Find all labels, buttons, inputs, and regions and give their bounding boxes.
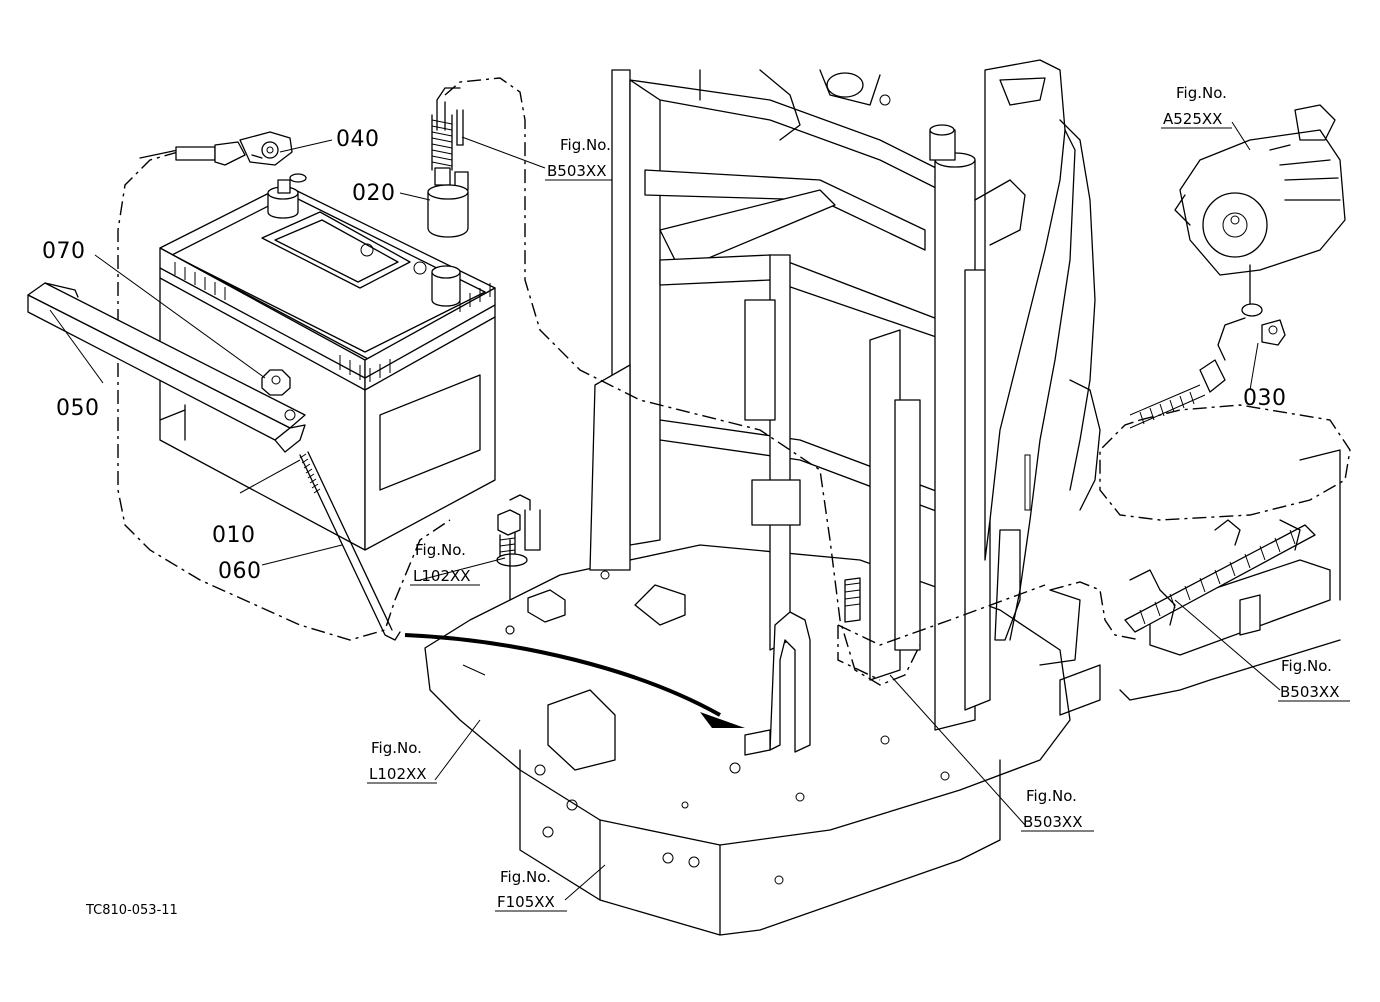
figref-b503-top: Fig.No. B503XX [545, 136, 612, 181]
relay-bracket [744, 577, 861, 756]
figref-a525: Fig.No. A525XX [1161, 84, 1232, 129]
svg-text:Fig.No.: Fig.No. [1176, 84, 1227, 102]
svg-text:B503XX: B503XX [1280, 683, 1339, 701]
leader-lines [49, 121, 1281, 901]
label-050: 050 [56, 396, 100, 421]
part-labels: 040 020 070 050 010 060 030 [42, 127, 1287, 584]
assembly-boundary-lines [117, 77, 1351, 686]
frame-chassis [424, 59, 1341, 936]
label-070: 070 [42, 239, 86, 264]
hook-bolt-060 [299, 451, 401, 641]
label-060: 060 [218, 559, 262, 584]
negative-cable-040 [139, 131, 293, 166]
figure-references: Fig.No. B503XX Fig.No. A525XX Fig.No. L1… [367, 84, 1350, 912]
ground-bolt-assembly [496, 494, 541, 635]
svg-text:Fig.No.: Fig.No. [1026, 787, 1077, 805]
svg-text:Fig.No.: Fig.No. [371, 739, 422, 757]
ground-wire-arrow [404, 633, 745, 728]
starter-motor [1174, 104, 1346, 276]
label-020: 020 [352, 181, 396, 206]
drawing-code: TC810-053-11 [85, 903, 178, 918]
label-010: 010 [212, 523, 256, 548]
svg-text:A525XX: A525XX [1163, 110, 1222, 128]
nut-070 [261, 369, 291, 396]
svg-text:Fig.No.: Fig.No. [1281, 657, 1332, 675]
battery-holder-050 [27, 282, 306, 453]
svg-text:Fig.No.: Fig.No. [560, 136, 611, 154]
svg-text:B503XX: B503XX [547, 162, 606, 180]
figref-l102-lower: Fig.No. L102XX [367, 739, 437, 784]
figref-l102-upper: Fig.No. L102XX [410, 541, 480, 586]
label-040: 040 [336, 127, 380, 152]
figref-f105: Fig.No. F105XX [495, 868, 567, 912]
figref-b503-bottom: Fig.No. B503XX [1021, 787, 1094, 832]
svg-text:F105XX: F105XX [497, 893, 555, 911]
svg-text:Fig.No.: Fig.No. [500, 868, 551, 886]
lever-spring-assembly [1124, 519, 1316, 633]
svg-text:L102XX: L102XX [413, 567, 471, 585]
figref-b503-right: Fig.No. B503XX [1278, 657, 1350, 702]
svg-text:B503XX: B503XX [1023, 813, 1082, 831]
svg-text:Fig.No.: Fig.No. [415, 541, 466, 559]
label-030: 030 [1243, 386, 1287, 411]
positive-cable-020 [427, 87, 469, 238]
svg-text:L102XX: L102XX [369, 765, 427, 783]
starter-cable-030 [1129, 264, 1286, 429]
